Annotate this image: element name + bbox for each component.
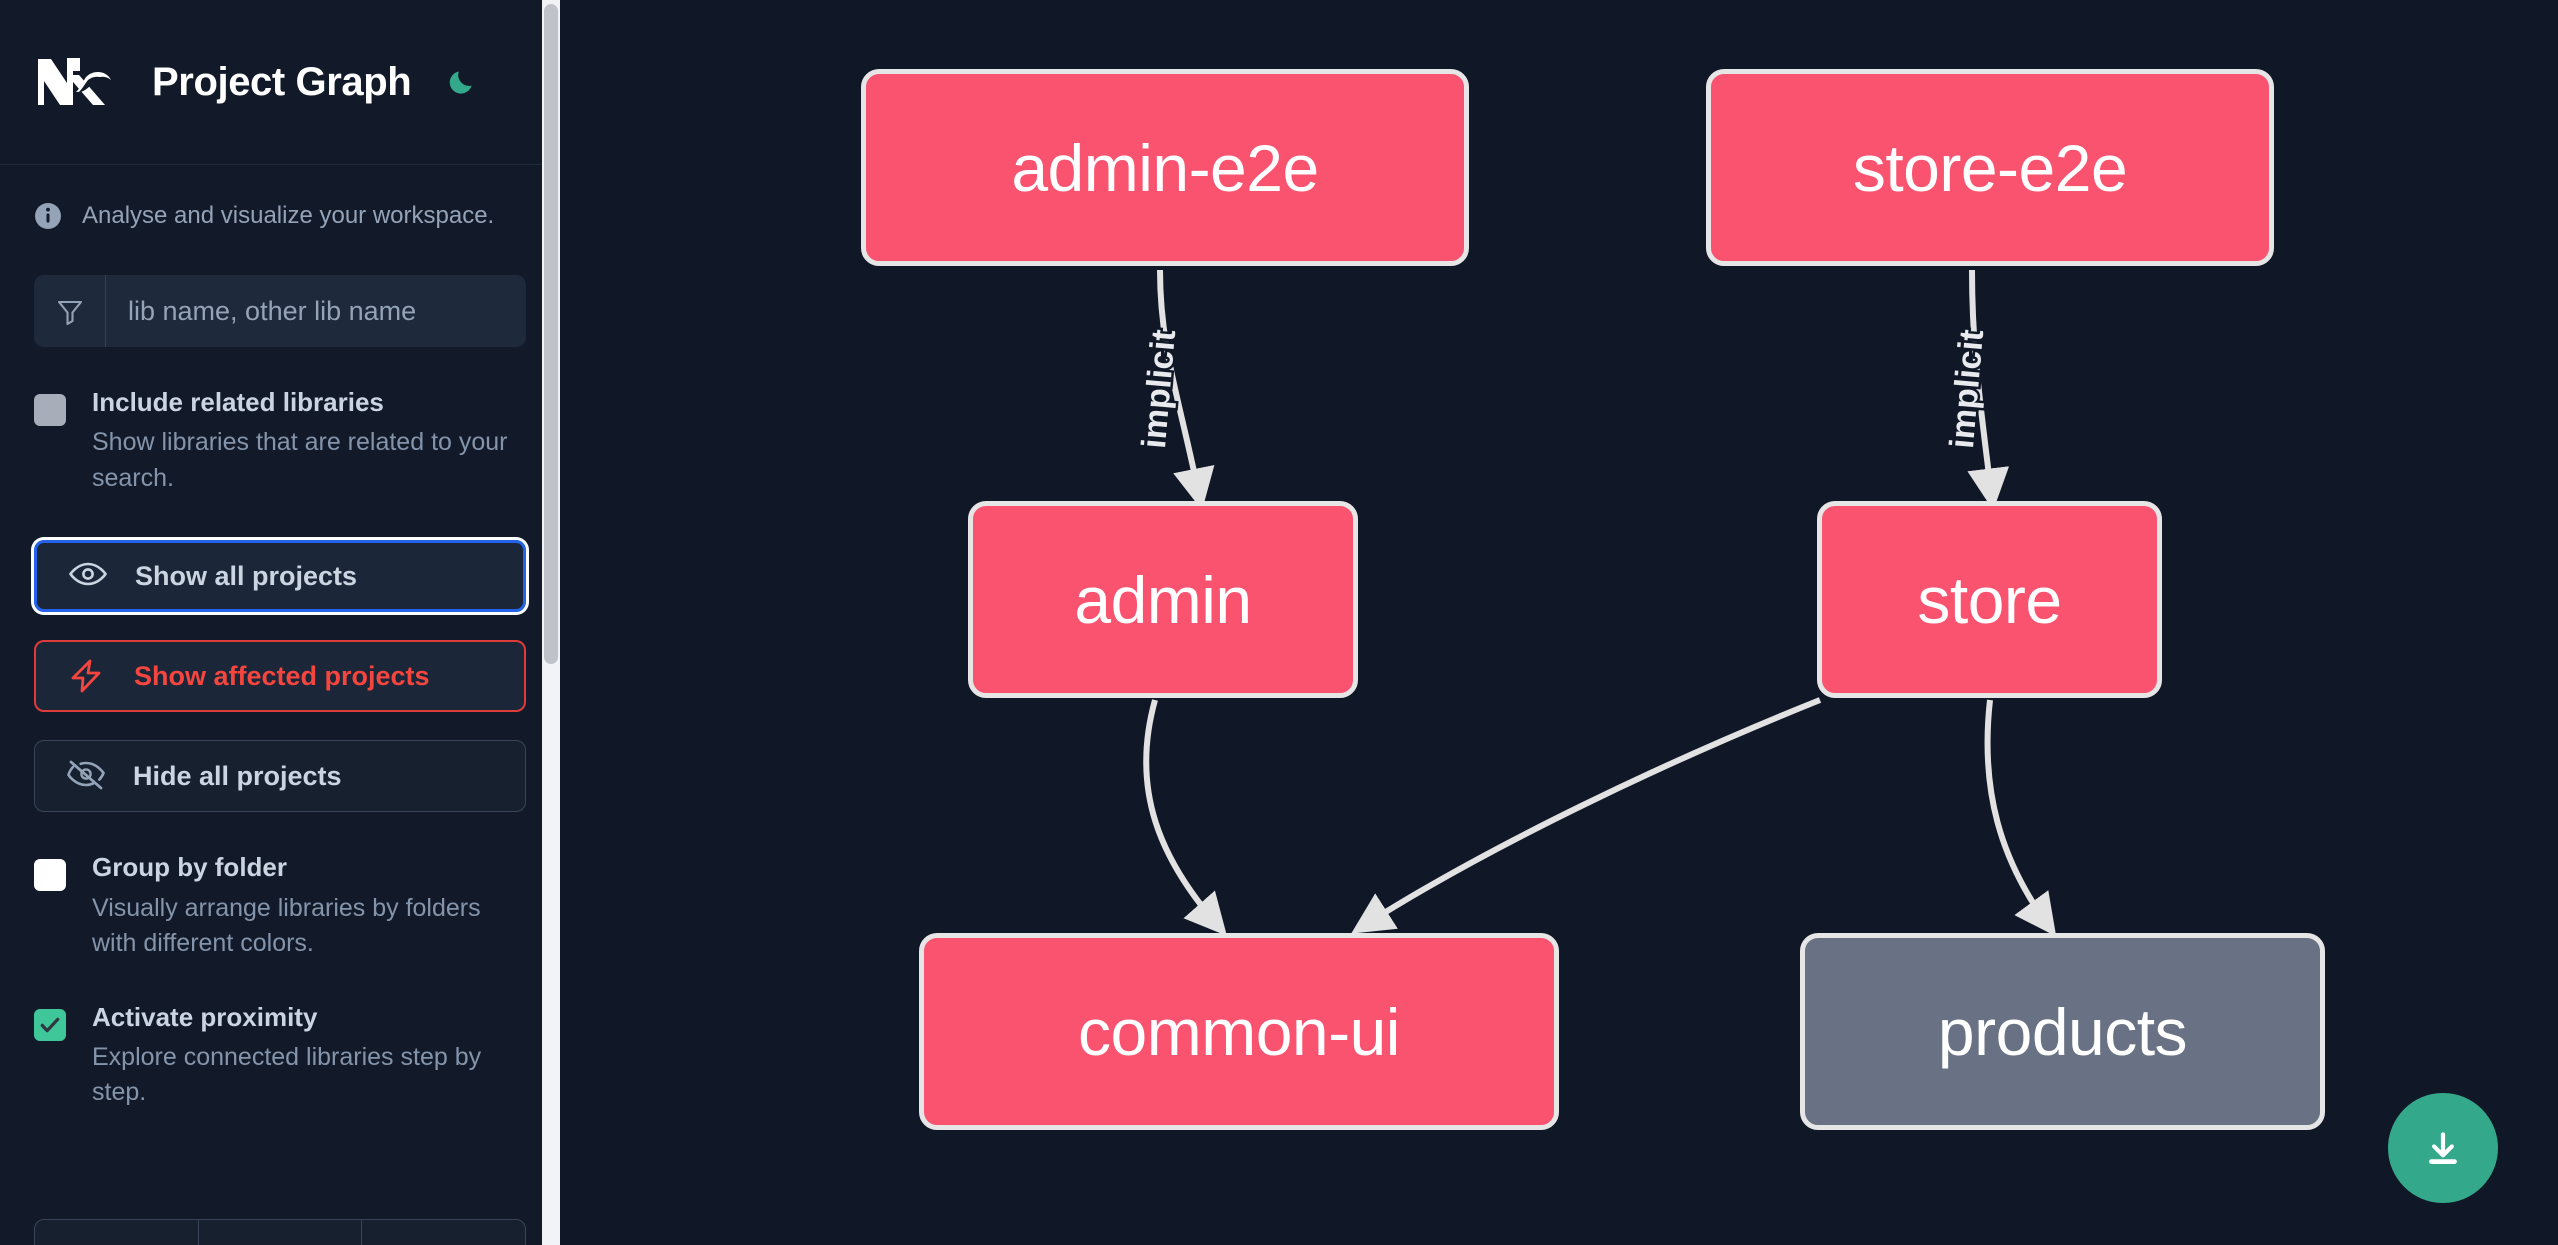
edge-store-common-ui <box>1351 697 1822 934</box>
edge-store-products <box>1984 699 2057 937</box>
checkbox-box-activate-proximity[interactable] <box>34 1008 66 1041</box>
page-title: Project Graph <box>152 59 412 104</box>
show-all-projects-button[interactable]: Show all projects <box>34 540 526 613</box>
show-all-projects-label: Show all projects <box>135 560 358 591</box>
sidebar: Project Graph Analyse and visualize your… <box>0 0 560 1245</box>
graph-node-products[interactable]: products <box>1800 933 2325 1130</box>
checkbox-label-group-by-folder: Group by folder <box>92 852 287 883</box>
graph-canvas[interactable]: implicit implicit admin-e2e store-e2e admi… <box>560 0 2558 1245</box>
sidebar-body: Analyse and visualize your workspace. In… <box>0 165 560 1245</box>
graph-node-admin[interactable]: admin <box>968 501 1358 698</box>
checkbox-label-include-related: Include related libraries <box>92 387 384 417</box>
edge-store-e2e-store <box>1967 269 2010 511</box>
hide-all-projects-label: Hide all projects <box>133 760 342 791</box>
segment-3[interactable] <box>362 1220 525 1245</box>
info-icon <box>34 202 62 230</box>
checkbox-description-include-related: Show libraries that are related to your … <box>92 428 508 492</box>
info-banner: Analyse and visualize your workspace. <box>34 165 526 229</box>
search-input[interactable] <box>106 275 526 347</box>
checkbox-description-group-by-folder: Visually arrange libraries by folders wi… <box>92 893 481 958</box>
moon-icon[interactable] <box>441 60 485 104</box>
checkbox-group-by-folder[interactable]: Group by folder Visually arrange librari… <box>34 852 526 961</box>
lightning-icon <box>66 659 108 693</box>
graph-node-admin-e2e[interactable]: admin-e2e <box>861 69 1469 266</box>
download-graph-button[interactable] <box>2388 1093 2498 1203</box>
edge-label-implicit-admin: implicit <box>1135 328 1183 450</box>
checkbox-box-group-by-folder[interactable] <box>34 859 66 892</box>
edge-admin-e2e-admin <box>1157 269 1215 511</box>
show-affected-projects-button[interactable]: Show affected projects <box>34 640 526 713</box>
sidebar-header: Project Graph <box>0 0 560 165</box>
graph-node-common-ui[interactable]: common-ui <box>919 933 1559 1130</box>
search-field[interactable] <box>34 275 526 347</box>
edge-admin-common-ui <box>1143 699 1227 936</box>
project-visibility-buttons: Show all projects Show affected projects <box>34 540 526 813</box>
proximity-segmented-control[interactable] <box>34 1219 526 1245</box>
checkbox-label-activate-proximity: Activate proximity <box>92 1001 318 1032</box>
checkbox-include-related-libraries[interactable]: Include related libraries Show libraries… <box>34 387 526 496</box>
download-icon <box>2429 1132 2457 1164</box>
eye-icon <box>67 559 109 593</box>
hide-all-projects-button[interactable]: Hide all projects <box>34 740 526 813</box>
filter-icon <box>34 275 106 347</box>
nx-logo-icon <box>34 53 120 111</box>
eye-off-icon <box>65 759 107 793</box>
info-text: Analyse and visualize your workspace. <box>82 202 495 229</box>
segment-1[interactable] <box>35 1220 199 1245</box>
checkbox-activate-proximity[interactable]: Activate proximity Explore connected lib… <box>34 1001 526 1111</box>
show-affected-projects-label: Show affected projects <box>134 660 430 691</box>
segment-2[interactable] <box>199 1220 363 1245</box>
graph-node-store-e2e[interactable]: store-e2e <box>1706 69 2274 266</box>
sidebar-scrollbar-thumb[interactable] <box>544 4 558 664</box>
graph-node-store[interactable]: store <box>1817 501 2162 698</box>
graph-edges: implicit implicit <box>1132 269 2057 937</box>
checkbox-description-activate-proximity: Explore connected libraries step by step… <box>92 1042 482 1107</box>
checkbox-box-include-related[interactable] <box>34 394 66 426</box>
sidebar-scrollbar-track[interactable] <box>542 0 560 1245</box>
